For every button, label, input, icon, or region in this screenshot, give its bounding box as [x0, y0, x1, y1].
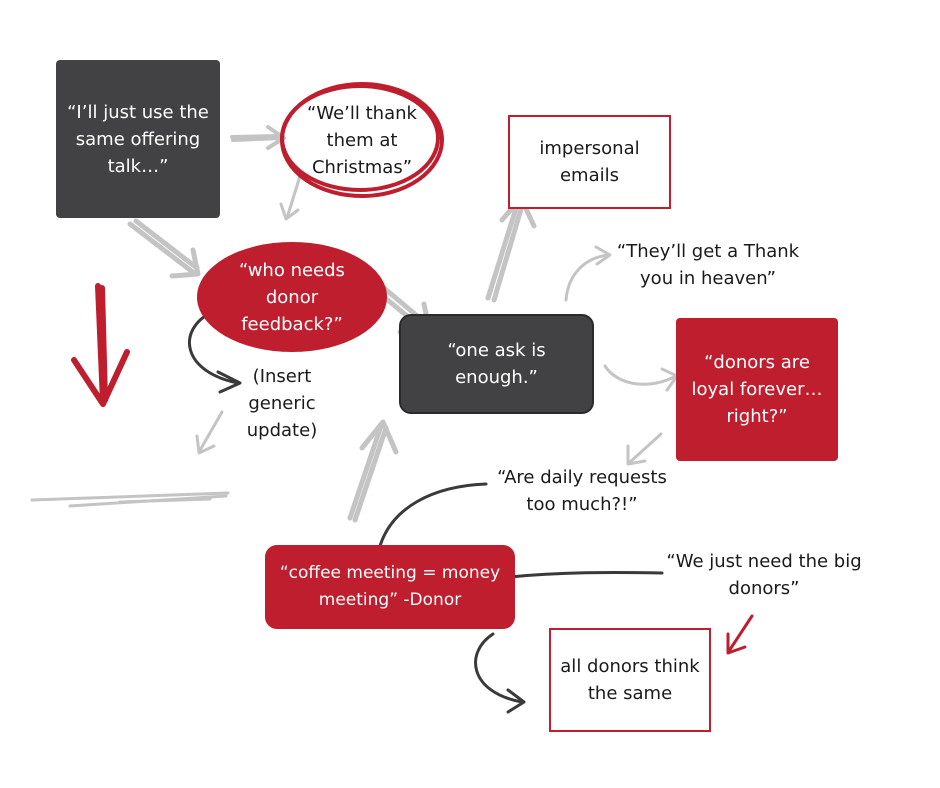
node-all-donors-same: all donors think the same — [549, 628, 711, 732]
arrow-christmas-to-feedback — [279, 174, 302, 221]
arrow-feedback-to-update — [187, 310, 242, 394]
node-thank-christmas: “We’ll thank them at Christmas” — [300, 97, 424, 183]
node-all-donors-same-text: all donors think the same — [560, 656, 700, 704]
red-down-arrow — [71, 283, 130, 407]
arrow-update-down — [195, 410, 224, 455]
connector-coffee-to-bigdonors — [508, 570, 664, 579]
node-daily-requests: “Are daily requests too much?!” — [482, 462, 682, 520]
node-coffee-meeting: “coffee meeting = money meeting” -Donor — [265, 545, 515, 629]
node-impersonal-emails-text: impersonal emails — [539, 138, 640, 186]
node-offering-talk: “I’ll just use the same offering talk…” — [56, 60, 220, 218]
node-offering-talk-text: “I’ll just use the same offering talk…” — [67, 101, 209, 177]
node-loyal-forever: “donors are loyal forever… right?” — [676, 318, 838, 461]
node-donor-feedback: “who needs donor feedback?” — [197, 242, 387, 352]
node-loyal-forever-text: “donors are loyal forever… right?” — [691, 352, 823, 427]
red-arrow-to-alldonors — [726, 614, 754, 655]
arrow-oneask-to-loyal — [603, 364, 679, 392]
arrow-offering-to-feedback — [127, 218, 201, 279]
arrow-oneask-to-heaven — [564, 245, 612, 302]
node-big-donors-text: “We just need the big donors” — [666, 551, 862, 599]
node-thank-heaven-text: “They’ll get a Thank you in heaven” — [616, 241, 800, 289]
node-donor-feedback-text: “who needs donor feedback?” — [239, 259, 345, 335]
arrow-oneask-to-emails — [485, 195, 537, 303]
arrow-offering-to-christmas — [230, 125, 286, 150]
node-thank-christmas-text: “We’ll thank them at Christmas” — [307, 102, 417, 178]
node-thank-heaven: “They’ll get a Thank you in heaven” — [598, 236, 818, 294]
node-generic-update: (Insert generic update) — [232, 362, 332, 444]
arrow-coffee-to-oneask — [347, 419, 399, 523]
node-generic-update-text: (Insert generic update) — [246, 365, 318, 441]
christmas-scribble-outline — [280, 82, 444, 198]
arrow-coffee-to-alldonors — [474, 632, 526, 714]
node-impersonal-emails: impersonal emails — [508, 115, 671, 209]
arrow-loyal-to-daily — [626, 432, 663, 466]
node-coffee-meeting-text: “coffee meeting = money meeting” -Donor — [279, 563, 501, 610]
node-one-ask: “one ask is enough.” — [399, 314, 594, 414]
scribble-lines — [30, 491, 230, 508]
connector-coffee-to-daily — [378, 482, 488, 548]
node-daily-requests-text: “Are daily requests too much?!” — [497, 467, 667, 515]
node-one-ask-text: “one ask is enough.” — [447, 340, 546, 388]
node-big-donors: “We just need the big donors” — [650, 546, 878, 604]
